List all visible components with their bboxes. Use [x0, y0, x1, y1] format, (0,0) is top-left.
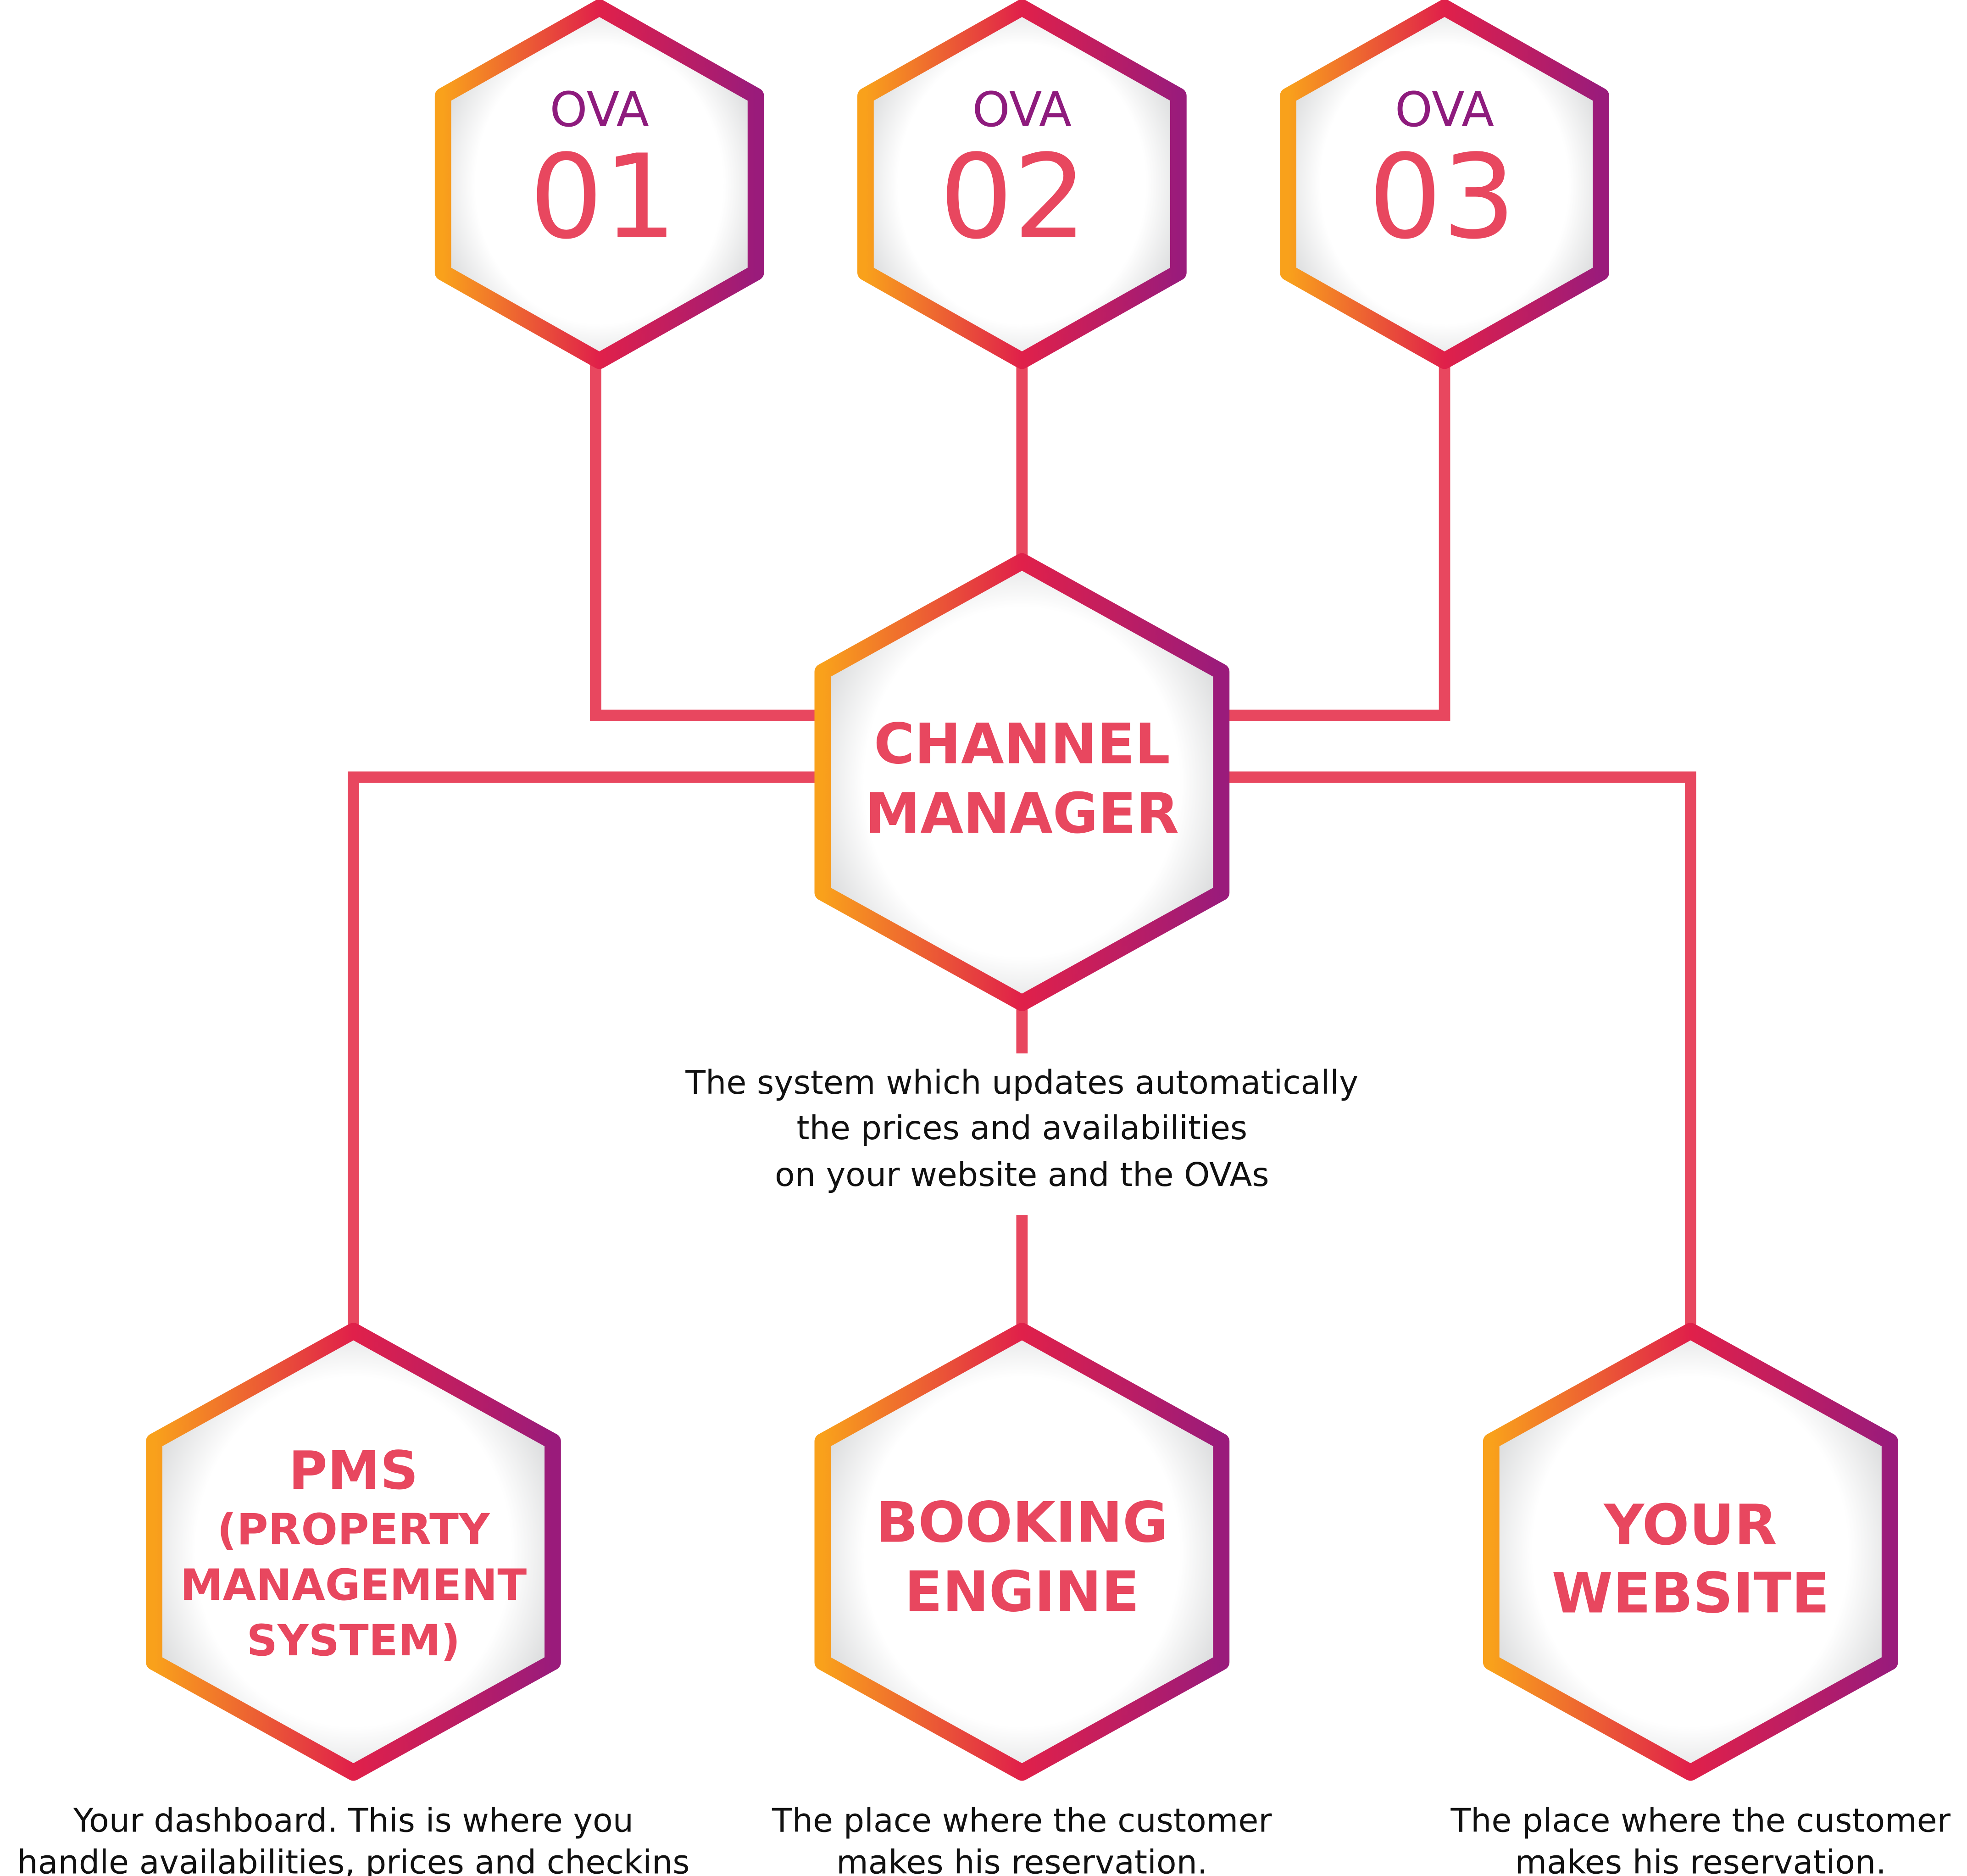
- booking-engine-node: BOOKING ENGINE: [876, 1490, 1168, 1624]
- description-line: The place where the customer: [772, 1802, 1272, 1840]
- node-title-line: PMS: [289, 1440, 418, 1502]
- hexagons: [146, 0, 1898, 1781]
- booking-engine-hexagon: [814, 1323, 1230, 1781]
- connector-ova-03: [1226, 363, 1450, 721]
- node-title-line: BOOKING: [876, 1490, 1168, 1555]
- channel-manager-node: CHANNEL MANAGER: [865, 712, 1179, 846]
- pms-description: Your dashboard. This is where you handle…: [17, 1802, 689, 1876]
- description-line: makes his reservation.: [836, 1843, 1208, 1876]
- ova-03-node: OVA 03: [1368, 82, 1516, 265]
- website-hexagon: [1483, 1323, 1898, 1781]
- website-description: The place where the customer makes his r…: [1450, 1802, 1950, 1876]
- description-line: on your website and the OVAs: [775, 1156, 1269, 1194]
- node-title-line: SYSTEM): [247, 1616, 461, 1666]
- ova-label: OVA: [1395, 82, 1495, 138]
- node-title-line: ENGINE: [905, 1560, 1139, 1625]
- connector-website: [1226, 771, 1696, 1327]
- channel-manager-hexagon: [814, 553, 1230, 1011]
- ova-number: 03: [1368, 129, 1516, 265]
- ova-03-hexagon: [1280, 0, 1609, 369]
- ova-number: 02: [939, 129, 1087, 265]
- description-line: the prices and availabilities: [797, 1109, 1248, 1147]
- channel-manager-description: The system which updates automatically t…: [685, 1063, 1358, 1194]
- node-title-line: MANAGEMENT: [180, 1560, 527, 1610]
- node-title-line: YOUR: [1603, 1493, 1778, 1558]
- node-title-line: CHANNEL: [874, 712, 1170, 777]
- ova-01-hexagon: [434, 0, 764, 369]
- booking-engine-description: The place where the customer makes his r…: [772, 1802, 1272, 1876]
- description-line: makes his reservation.: [1515, 1843, 1887, 1876]
- ova-label: OVA: [550, 82, 649, 138]
- ova-number: 01: [529, 129, 677, 265]
- description-line: handle availabilities, prices and checki…: [17, 1843, 689, 1876]
- node-title-line: (PROPERTY: [217, 1505, 490, 1555]
- node-title-line: MANAGER: [865, 781, 1179, 846]
- ova-01-node: OVA 01: [529, 82, 677, 265]
- connectors: [348, 363, 1696, 1327]
- node-title-line: WEBSITE: [1551, 1561, 1829, 1625]
- connector-pms: [348, 771, 818, 1327]
- website-node: YOUR WEBSITE: [1551, 1493, 1829, 1625]
- connector-ova-01: [590, 363, 818, 721]
- description-line: The system which updates automatically: [685, 1063, 1358, 1102]
- pms-hexagon: [146, 1323, 561, 1781]
- pms-node: PMS (PROPERTY MANAGEMENT SYSTEM): [180, 1440, 527, 1666]
- description-line: The place where the customer: [1450, 1802, 1950, 1840]
- ova-label: OVA: [972, 82, 1072, 138]
- description-line: Your dashboard. This is where you: [73, 1802, 633, 1840]
- ova-02-node: OVA 02: [939, 82, 1087, 265]
- ova-02-hexagon: [857, 0, 1187, 369]
